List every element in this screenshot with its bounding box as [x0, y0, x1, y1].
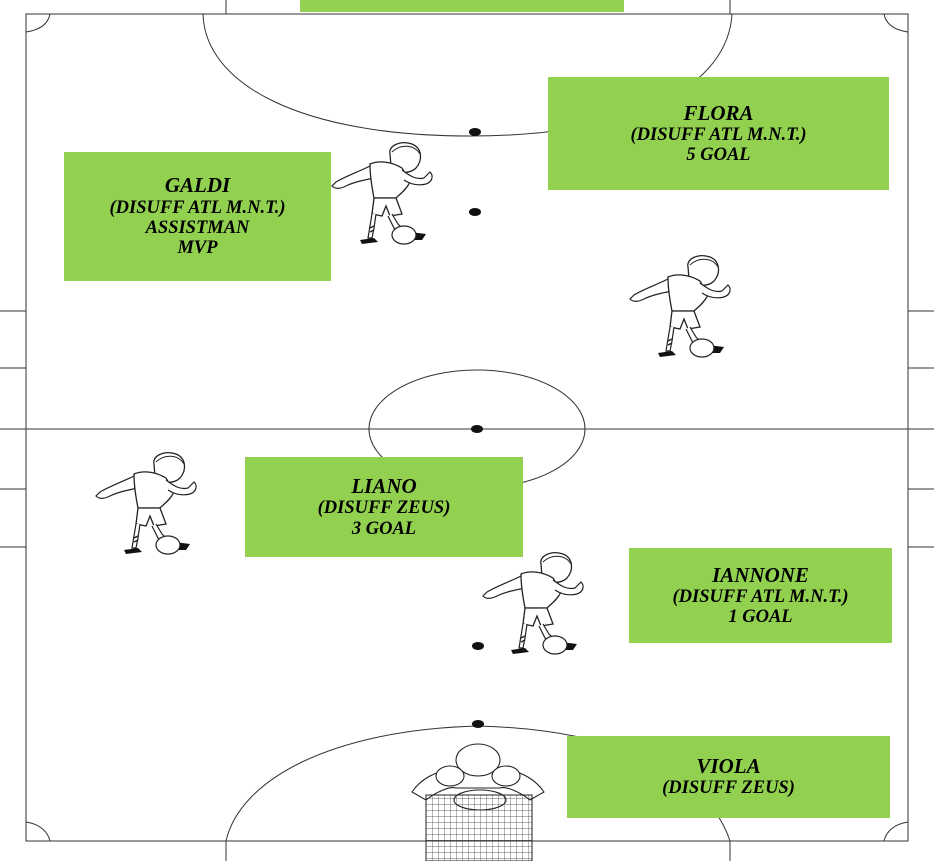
player-name: VIOLA: [696, 754, 761, 779]
player-stat: 3 GOAL: [351, 518, 417, 539]
player-name: GALDI: [164, 173, 231, 198]
player-card-iannone: IANNONE (DISUFF ATL M.N.T.) 1 GOAL: [629, 548, 892, 643]
second-penalty-spot-bottom: [472, 642, 484, 650]
player-club: (DISUFF ZEUS): [317, 498, 451, 519]
player-figure-icon: [95, 451, 197, 555]
penalty-spot-top: [469, 128, 481, 136]
player-card-liano: LIANO (DISUFF ZEUS) 3 GOAL: [245, 457, 523, 557]
player-club: (DISUFF ATL M.N.T.): [630, 124, 807, 145]
player-card-galdi: GALDI (DISUFF ATL M.N.T.) ASSISTMAN MVP: [64, 152, 331, 281]
player-stat: ASSISTMAN: [145, 217, 250, 238]
player-name: FLORA: [683, 100, 754, 125]
goal-net-icon: [425, 794, 533, 861]
player-club: (DISUFF ZEUS): [662, 778, 795, 799]
player-name: LIANO: [351, 474, 417, 499]
player-figure-icon: [331, 141, 433, 245]
player-club: (DISUFF ATL M.N.T.): [109, 197, 286, 218]
penalty-spot-bottom: [472, 720, 484, 728]
header-strip: [300, 0, 624, 12]
player-figure-icon: [482, 551, 584, 655]
player-name: IANNONE: [712, 562, 809, 587]
player-card-flora: FLORA (DISUFF ATL M.N.T.) 5 GOAL: [548, 77, 889, 190]
player-stat: 1 GOAL: [728, 607, 793, 628]
player-club: (DISUFF ATL M.N.T.): [672, 586, 849, 607]
player-stat: 5 GOAL: [686, 145, 751, 166]
player-award: MVP: [177, 238, 218, 259]
player-figure-icon: [629, 254, 731, 358]
center-spot: [471, 425, 483, 433]
second-penalty-spot-top: [469, 208, 481, 216]
player-card-viola: VIOLA (DISUFF ZEUS): [567, 736, 890, 818]
